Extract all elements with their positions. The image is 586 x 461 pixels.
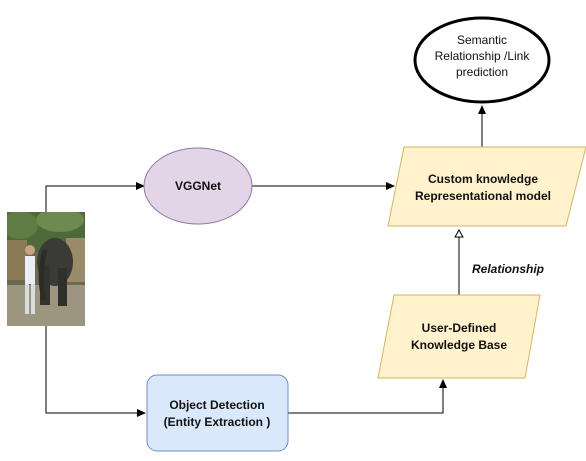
relationship-edge-label: Relationship <box>472 262 544 276</box>
edges <box>45 105 486 417</box>
custom-model-line-1: Custom knowledge <box>428 172 538 186</box>
photo-elephant-person-icon <box>7 212 85 326</box>
edge-object-detection-to-user-kb <box>288 379 447 414</box>
vggnet-label: VGGNet <box>175 179 221 193</box>
user-kb-line-1: User-Defined <box>422 321 497 335</box>
output-line-3: prediction <box>456 65 508 79</box>
object-detection-line-1: Object Detection <box>169 398 264 412</box>
node-user-kb: User-Defined Knowledge Base <box>377 294 541 379</box>
output-line-1: Semantic <box>457 33 507 47</box>
node-semantic-prediction: Semantic Relationship /Link prediction <box>413 16 551 104</box>
user-kb-line-2: Knowledge Base <box>411 338 507 352</box>
output-line-2: Relationship /Link <box>435 49 531 63</box>
node-object-detection: Object Detection (Entity Extraction ) <box>146 374 289 452</box>
custom-model-line-2: Representational model <box>415 189 551 203</box>
node-vggnet: VGGNet <box>143 147 253 225</box>
object-detection-line-2: (Entity Extraction ) <box>164 415 271 429</box>
node-custom-model: Custom knowledge Representational model <box>387 146 586 227</box>
edge-image-to-vggnet <box>45 182 145 212</box>
edge-image-to-object-detection <box>45 326 146 417</box>
